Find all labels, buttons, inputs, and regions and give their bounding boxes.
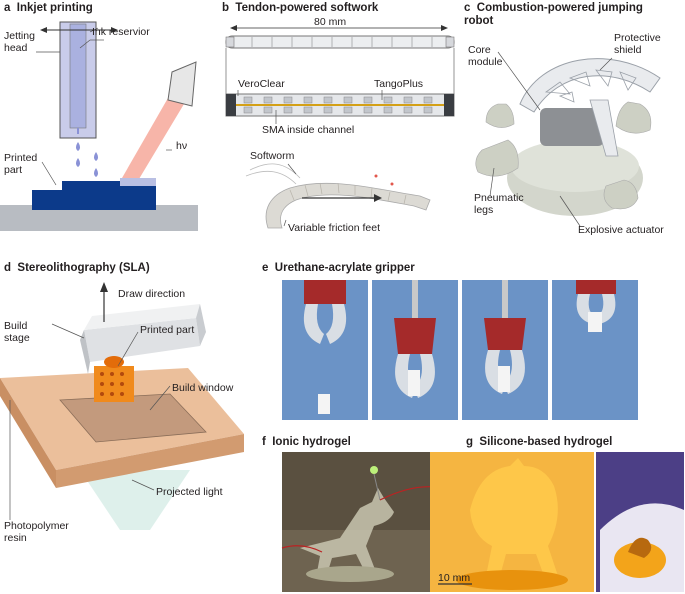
label-80mm: 80 mm xyxy=(314,16,347,28)
label-sma: SMA inside channel xyxy=(262,124,355,136)
panel-g-title: g Silicone-based hydrogel xyxy=(466,436,613,448)
panel-f-title: f Ionic hydrogel xyxy=(262,436,351,448)
projected-light-beam xyxy=(80,470,190,530)
ink-droplets xyxy=(76,142,98,177)
uv-lamp xyxy=(167,61,197,107)
printed-part-lattice xyxy=(94,356,134,402)
panel-d-title: d Stereolithography (SLA) xyxy=(4,262,150,274)
label-jetting-head: Jetting head xyxy=(4,30,35,54)
protective-shield xyxy=(519,58,661,113)
pneumatic-leg-right xyxy=(615,101,652,134)
gripper-frame-1 xyxy=(282,280,368,420)
label-printed-part-sla: Printed part xyxy=(140,324,195,336)
label-protective-shield: Protective shield xyxy=(614,32,661,56)
label-hv: hν xyxy=(176,140,188,152)
label-softworm: Softworm xyxy=(250,150,295,162)
panel-e-title: e Urethane-acrylate gripper xyxy=(262,262,415,274)
label-photopolymer-resin: Photopolymer resin xyxy=(4,520,69,544)
core-module xyxy=(540,108,604,146)
gripper-frame-3 xyxy=(462,280,548,420)
uv-ray xyxy=(122,98,184,184)
printed-part xyxy=(32,181,156,210)
label-draw-direction: Draw direction xyxy=(118,288,186,300)
build-stage xyxy=(84,318,200,362)
pneumatic-leg-left xyxy=(475,139,519,177)
label-build-window: Build window xyxy=(172,382,234,394)
label-printed-part: Printed part xyxy=(4,152,38,176)
label-core-module: Core module xyxy=(468,44,503,68)
panel-a-title: a Inkjet printing xyxy=(4,2,93,14)
label-scale-bar: 10 mm xyxy=(438,572,471,584)
label-feet: Variable friction feet xyxy=(288,222,381,234)
label-explosive-actuator: Explosive actuator xyxy=(578,224,664,236)
label-veroclear: VeroClear xyxy=(238,78,285,90)
gripper-frame-4 xyxy=(552,280,638,420)
gripper-frame-2 xyxy=(372,280,458,420)
softworm-photo xyxy=(265,182,431,229)
label-ink-reservoir: Ink reservior xyxy=(92,26,150,38)
label-tangoplus: TangoPlus xyxy=(374,78,424,90)
panel-b-title: b Tendon-powered softwork xyxy=(222,2,379,14)
panel-c-title: c Combustion-powered jumping robot xyxy=(464,2,643,27)
label-pneumatic-legs: Pneumatic legs xyxy=(474,192,524,216)
label-projected-light: Projected light xyxy=(156,486,223,498)
label-build-stage: Build stage xyxy=(4,320,30,344)
